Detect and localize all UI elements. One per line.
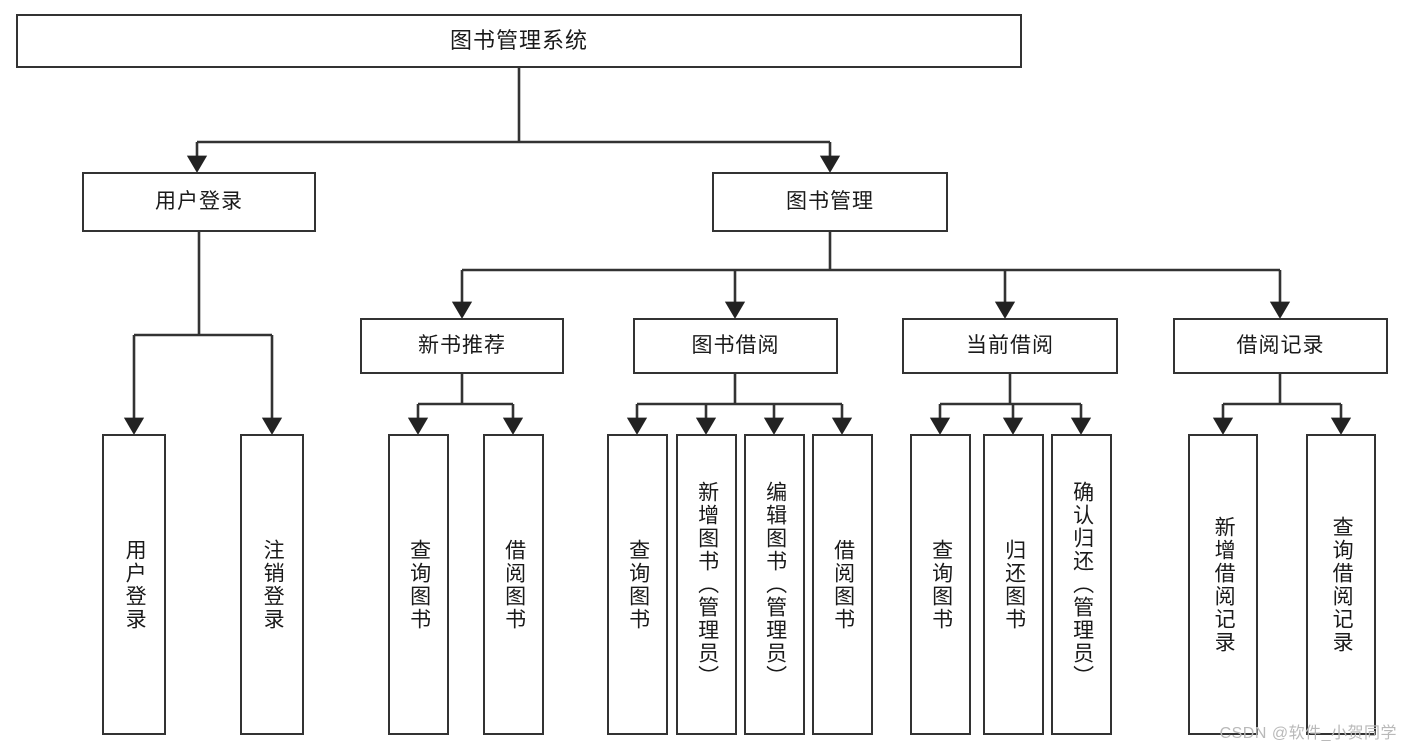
leaf-return-book[interactable]: 归还图书 <box>983 434 1044 735</box>
csdn-watermark: CSDN @软件_小贺同学 <box>1219 725 1397 742</box>
node-book-management-system[interactable]: 图书管理系统 <box>16 14 1022 68</box>
leaf-edit-book-admin[interactable]: 编辑图书（管理员） <box>744 434 805 735</box>
leaf-query-book-2[interactable]: 查询图书 <box>607 434 668 735</box>
node-new-book-recommend[interactable]: 新书推荐 <box>360 318 564 374</box>
leaf-borrow-book-1[interactable]: 借阅图书 <box>483 434 544 735</box>
node-book-management[interactable]: 图书管理 <box>712 172 948 232</box>
leaf-borrow-book-2[interactable]: 借阅图书 <box>812 434 873 735</box>
leaf-confirm-return-admin[interactable]: 确认归还（管理员） <box>1051 434 1112 735</box>
leaf-add-book-admin[interactable]: 新增图书（管理员） <box>676 434 737 735</box>
leaf-query-borrow-record[interactable]: 查询借阅记录 <box>1306 434 1376 735</box>
leaf-query-book-3[interactable]: 查询图书 <box>910 434 971 735</box>
leaf-query-book-1[interactable]: 查询图书 <box>388 434 449 735</box>
node-book-borrow[interactable]: 图书借阅 <box>633 318 838 374</box>
node-borrow-record[interactable]: 借阅记录 <box>1173 318 1388 374</box>
leaf-add-borrow-record[interactable]: 新增借阅记录 <box>1188 434 1258 735</box>
leaf-user-login[interactable]: 用户登录 <box>102 434 166 735</box>
node-user-login[interactable]: 用户登录 <box>82 172 316 232</box>
leaf-logout-login[interactable]: 注销登录 <box>240 434 304 735</box>
node-current-borrow[interactable]: 当前借阅 <box>902 318 1118 374</box>
